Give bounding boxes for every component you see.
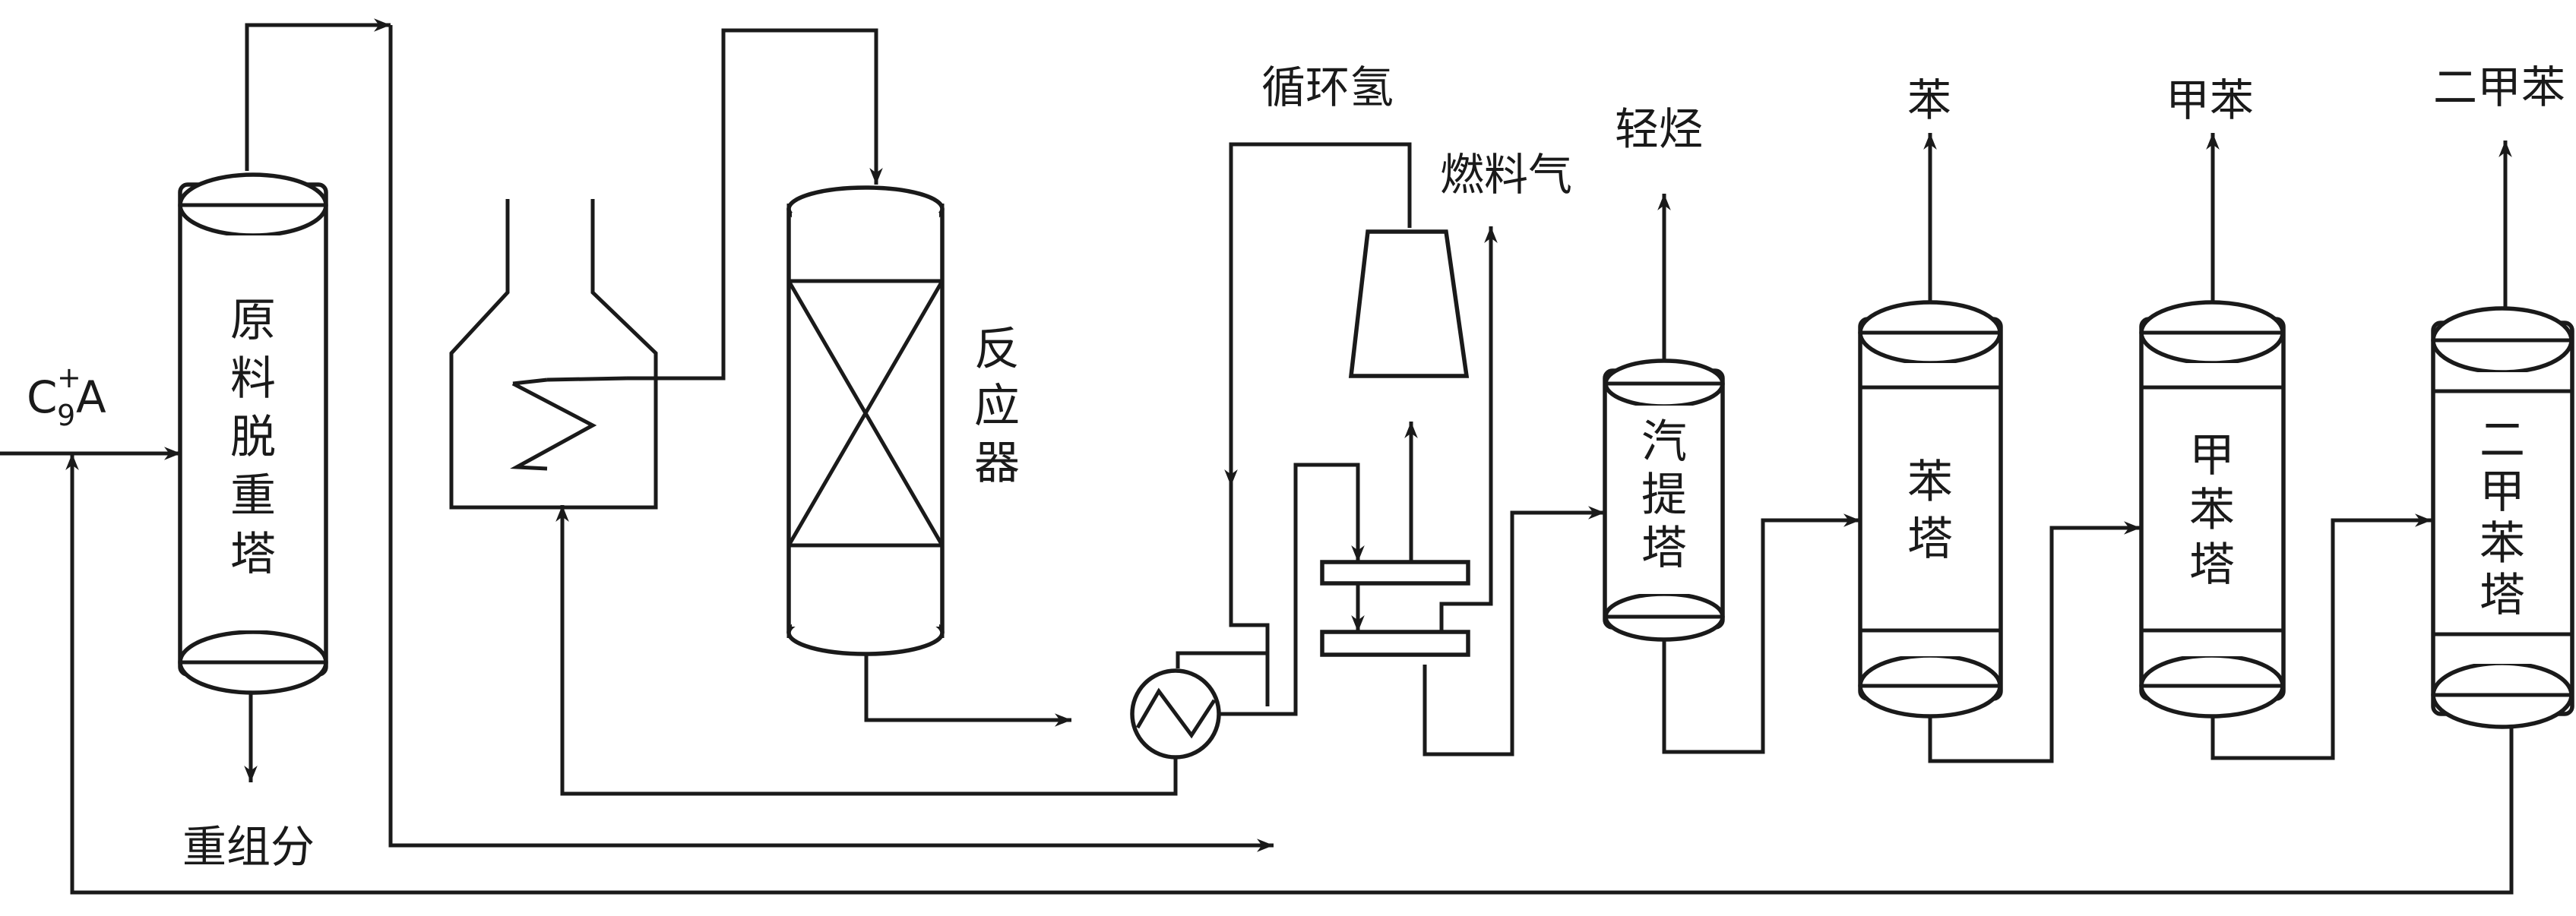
xylene-column-label: 二 甲 苯 塔 xyxy=(2479,414,2525,622)
stripper-to-benzene-line xyxy=(1662,513,1860,754)
compressor xyxy=(1348,229,1470,378)
deheavy-char: 塔 xyxy=(230,528,276,581)
benzene-column-char: 塔 xyxy=(1907,513,1953,566)
feed-label: C + 9 A xyxy=(27,361,106,432)
benzene-column xyxy=(1858,300,2003,719)
deheavy-char: 料 xyxy=(230,352,276,406)
stripper-label: 汽 提 塔 xyxy=(1641,415,1687,575)
stripper-column xyxy=(1603,359,1725,642)
benzene-column-char: 苯 xyxy=(1907,456,1953,509)
xylene-column-char: 二 xyxy=(2479,414,2525,467)
reactor-char: 反 xyxy=(974,323,1020,376)
toluene-column-char: 苯 xyxy=(2189,484,2235,537)
piping xyxy=(0,18,2514,895)
toluene-column xyxy=(2139,300,2286,719)
toluene-to-xylene-line xyxy=(2210,513,2432,760)
stripper-char: 塔 xyxy=(1641,522,1687,575)
deheavy-char: 重 xyxy=(230,469,276,523)
reactor-to-exchanger-line xyxy=(864,649,1071,727)
furnace-to-reactor-line xyxy=(627,28,883,381)
xylene-column-char: 塔 xyxy=(2479,569,2525,622)
toluene-column-char: 塔 xyxy=(2189,539,2235,592)
deheavy-char: 脱 xyxy=(230,411,276,464)
stripper-char: 提 xyxy=(1641,469,1687,522)
toluene-column-label: 甲 苯 塔 xyxy=(2189,429,2235,592)
recycle-hydrogen-line xyxy=(1224,142,1412,486)
overhead-to-exchanger-line xyxy=(388,25,1274,852)
feed-label-sup: + xyxy=(57,361,81,394)
benzene-to-toluene-line xyxy=(1928,521,2141,763)
exchanger-to-separator-line xyxy=(1214,463,1365,716)
toluene-column-char: 甲 xyxy=(2189,429,2235,482)
exchanger-to-furnace-line xyxy=(555,505,1178,796)
deheavy-overhead-line xyxy=(245,18,391,171)
recycle-line xyxy=(65,453,2514,895)
separators xyxy=(1320,560,1470,657)
furnace-coil xyxy=(510,376,628,471)
deheavy-column xyxy=(178,172,328,695)
feed-label-a: A xyxy=(76,371,106,423)
reactor-label: 反 应 器 xyxy=(974,323,1020,490)
xylene-column-char: 甲 xyxy=(2479,466,2525,519)
benzene-column-label: 苯 塔 xyxy=(1907,456,1953,566)
heavy-fraction-label: 重组分 xyxy=(182,821,315,873)
feed-label-sub: 9 xyxy=(57,399,75,432)
fuel-gas-label: 燃料气 xyxy=(1440,149,1572,201)
feed-label-c: C xyxy=(27,371,58,423)
xylene-label: 二甲苯 xyxy=(2433,62,2565,113)
recycle-hydrogen-to-exchanger-line xyxy=(1176,486,1270,668)
separator-to-stripper-line xyxy=(1422,506,1605,756)
benzene-label: 苯 xyxy=(1907,74,1951,126)
recycle-hydrogen-label: 循环氢 xyxy=(1261,62,1394,113)
xylene-column xyxy=(2431,306,2574,729)
heating-furnace xyxy=(449,199,658,510)
heat-exchanger xyxy=(1130,668,1221,760)
toluene-label: 甲苯 xyxy=(2166,74,2254,126)
reactor-char: 应 xyxy=(974,380,1020,433)
light-hydrocarbons-label: 轻烃 xyxy=(1615,103,1703,155)
reactor-char: 器 xyxy=(974,437,1020,490)
reactor xyxy=(786,185,945,656)
fuel-gas-line xyxy=(1439,226,1498,630)
stripper-char: 汽 xyxy=(1641,415,1687,469)
deheavy-char: 原 xyxy=(230,294,276,347)
deheavy-column-label: 原 料 脱 重 塔 xyxy=(230,294,276,581)
xylene-column-char: 苯 xyxy=(2479,517,2525,570)
